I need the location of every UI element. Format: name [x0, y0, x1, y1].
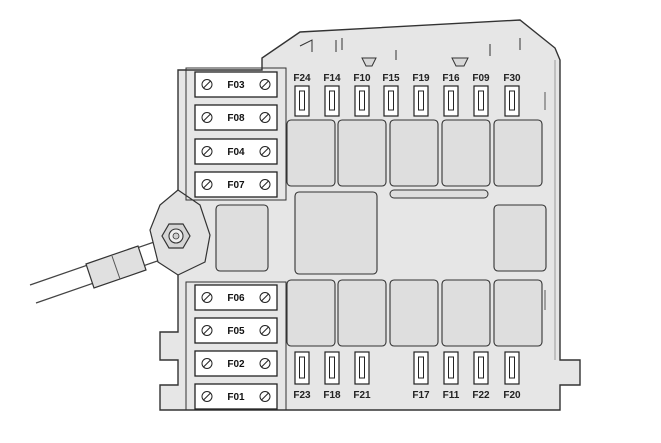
fuse-label: F16: [442, 73, 460, 84]
maxi-fuse-label: F02: [227, 359, 245, 370]
fuse-label: F22: [472, 390, 490, 401]
mini-fuse: F09: [472, 73, 490, 117]
relay-socket: [294, 191, 378, 275]
maxi-fuse-label: F08: [227, 113, 245, 124]
relay-socket: [286, 279, 336, 347]
fuse-label: F15: [382, 73, 400, 84]
maxi-fuse-label: F01: [227, 392, 245, 403]
maxi-fuse-label: F06: [227, 293, 245, 304]
fuse-label: F18: [323, 390, 341, 401]
relay-socket: [286, 119, 336, 187]
fuse-label: F21: [353, 390, 371, 401]
relay-socket: [493, 279, 543, 347]
relay-socket: [337, 119, 387, 187]
fuse-label: F17: [412, 390, 430, 401]
maxi-fuse-column: F03 F08 F04 F07 F06: [194, 71, 278, 410]
mini-fuse: F30: [503, 73, 521, 117]
maxi-fuse: F08: [194, 104, 278, 131]
mini-fuse: F17: [412, 351, 430, 401]
mini-fuse: F22: [472, 351, 490, 401]
fuse-label: F14: [323, 73, 341, 84]
fuse-label: F11: [443, 390, 460, 401]
relay-socket: [215, 204, 269, 272]
relay-socket: [441, 279, 491, 347]
maxi-fuse: F06: [194, 284, 278, 311]
mini-fuse: F23: [293, 351, 311, 401]
maxi-fuse-frame-top: [185, 67, 287, 201]
maxi-fuse-frame-bottom: [185, 281, 287, 411]
fuse-label: F30: [503, 73, 521, 84]
relay-socket: [337, 279, 387, 347]
power-cable: [29, 239, 167, 304]
maxi-fuse: F02: [194, 350, 278, 377]
relay-socket: [493, 204, 547, 272]
relay-socket: [441, 119, 491, 187]
relay-socket: [493, 119, 543, 187]
fuse-label: F24: [293, 73, 311, 84]
maxi-fuse-label: F07: [227, 180, 245, 191]
mini-fuse: F18: [323, 351, 341, 401]
maxi-fuse: F01: [194, 383, 278, 410]
battery-bolt-terminal: [149, 189, 211, 276]
fuse-label: F09: [472, 73, 490, 84]
top-fuse-row: F24 F14 F10 F15 F19 F16: [293, 73, 521, 117]
relay-socket: [389, 279, 439, 347]
maxi-fuse-label: F03: [227, 80, 245, 91]
mini-fuse: F15: [382, 73, 400, 117]
fuse-label: F23: [293, 390, 311, 401]
mini-fuse: F24: [293, 73, 311, 117]
fuse-label: F19: [412, 73, 430, 84]
relay-socket: [389, 119, 439, 187]
maxi-fuse: F04: [194, 138, 278, 165]
bottom-fuse-row: F23 F18 F21 F17 F11 F22: [293, 351, 521, 401]
mini-fuse: F14: [323, 73, 341, 117]
maxi-fuse: F03: [194, 71, 278, 98]
maxi-fuse: F05: [194, 317, 278, 344]
relay-sockets: [215, 119, 547, 347]
fuse-label: F20: [503, 390, 521, 401]
mini-fuse: F11: [443, 351, 460, 401]
maxi-fuse: F07: [194, 171, 278, 198]
mini-fuse: F16: [442, 73, 460, 117]
maxi-fuse-label: F04: [227, 147, 245, 158]
maxi-fuse-label: F05: [227, 326, 245, 337]
mini-fuse: F19: [412, 73, 430, 117]
mini-fuse: F20: [503, 351, 521, 401]
divider-slot: [389, 189, 489, 199]
mini-fuse: F10: [353, 73, 371, 117]
mini-fuse: F21: [353, 351, 371, 401]
fuse-label: F10: [353, 73, 371, 84]
